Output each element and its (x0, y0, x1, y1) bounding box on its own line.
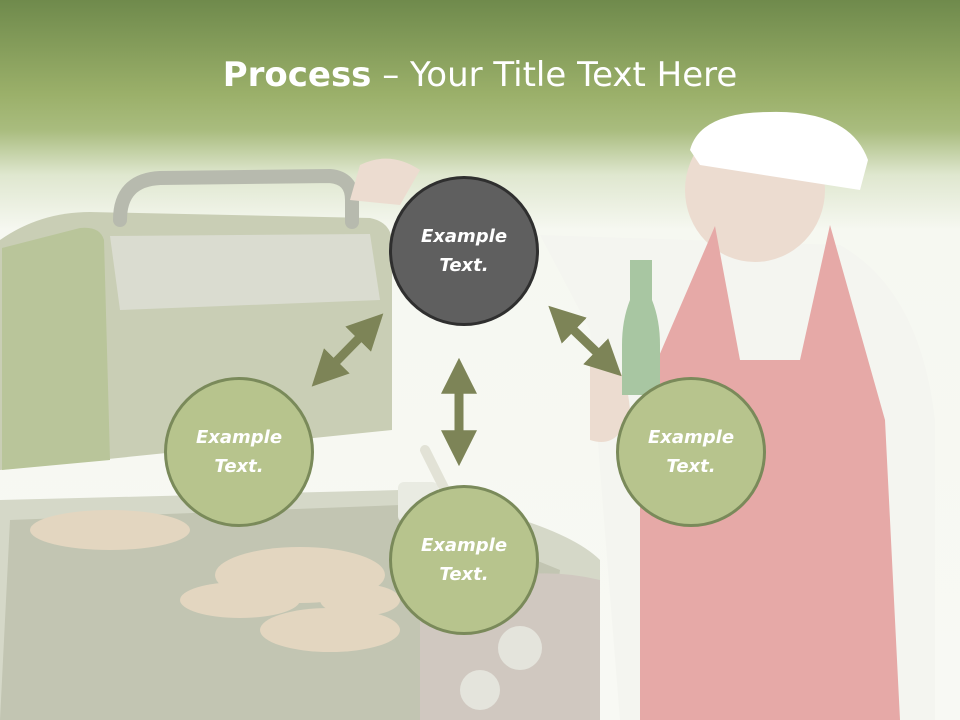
node-right[interactable]: Example Text. (616, 377, 766, 527)
grill-handle (113, 168, 359, 229)
arrow-top-right (548, 305, 622, 377)
title-bold: Process (222, 55, 372, 95)
node-right-text: Example Text. (647, 427, 735, 477)
slide-title: Process – Your Title Text Here (0, 52, 960, 98)
node-top[interactable]: Example Text. (389, 176, 539, 326)
node-bottom[interactable]: Example Text. (389, 485, 539, 635)
grill-lid (0, 212, 392, 470)
title-rest: – Your Title Text Here (371, 55, 738, 95)
node-left[interactable]: Example Text. (164, 377, 314, 527)
node-bottom-text: Example Text. (420, 535, 508, 585)
beer-bottle (622, 260, 660, 395)
node-left-text: Example Text. (195, 427, 283, 477)
spatula (420, 445, 450, 495)
node-top-text: Example Text. (420, 226, 508, 276)
grilled-food (30, 510, 400, 652)
arrow-left-top (311, 313, 384, 387)
